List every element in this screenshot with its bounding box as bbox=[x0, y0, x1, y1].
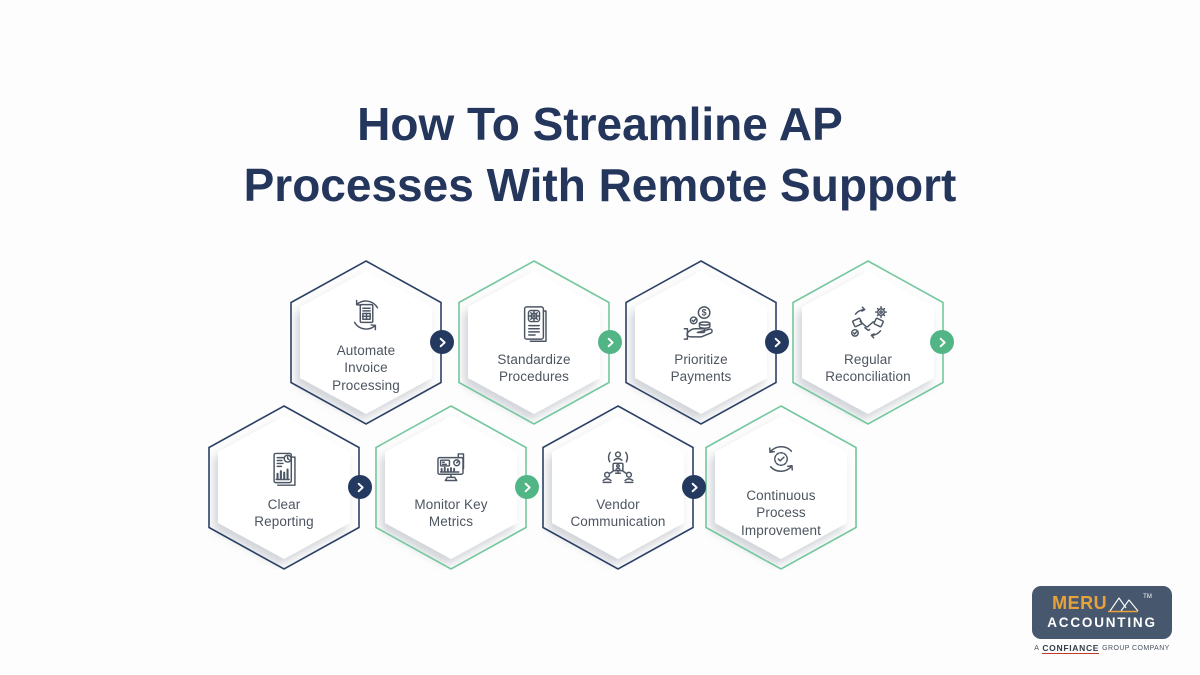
step-hex-automate-invoice-processing: Automate Invoice Processing bbox=[290, 260, 442, 425]
tagline-prefix: A bbox=[1034, 645, 1040, 652]
cycle-check-icon bbox=[756, 436, 806, 482]
monitor-dashboard-icon bbox=[426, 445, 476, 491]
step-hex-prioritize-payments: $ Prioritize Payments bbox=[625, 260, 777, 425]
step-label: Prioritize Payments bbox=[670, 351, 732, 384]
people-network-icon bbox=[593, 445, 643, 491]
next-step-arrow bbox=[515, 475, 539, 499]
trademark-symbol: TM bbox=[1143, 594, 1152, 600]
logo-brand-name: MERU bbox=[1052, 593, 1108, 613]
step-label: Automate Invoice Processing bbox=[332, 343, 400, 393]
title-line-2: Processes With Remote Support bbox=[243, 159, 957, 211]
hand-coins-icon: $ bbox=[676, 300, 726, 346]
meru-accounting-logo: MERU TM ACCOUNTING A CONFIANCE GROUP COM… bbox=[1032, 586, 1172, 654]
step-label: Clear Reporting bbox=[254, 496, 314, 529]
next-step-arrow bbox=[682, 475, 706, 499]
logo-card: MERU TM ACCOUNTING bbox=[1032, 586, 1172, 639]
step-hex-standardize-procedures: Standardize Procedures bbox=[458, 260, 610, 425]
page-title: How To Streamline AP Processes With Remo… bbox=[0, 94, 1200, 216]
clipboard-gear-icon bbox=[509, 300, 559, 346]
logo-tagline: A CONFIANCE GROUP COMPANY bbox=[1032, 643, 1172, 654]
title-line-1: How To Streamline AP bbox=[357, 98, 843, 150]
handshake-gear-icon bbox=[843, 300, 893, 346]
mountains-icon bbox=[1108, 597, 1139, 613]
report-chart-icon bbox=[259, 445, 309, 491]
step-hex-continuous-process-improvement: Continuous Process Improvement bbox=[705, 405, 857, 570]
step-label: Regular Reconciliation bbox=[825, 351, 911, 384]
next-step-arrow bbox=[765, 330, 789, 354]
svg-text:$: $ bbox=[702, 307, 707, 317]
step-label: Vendor Communication bbox=[570, 496, 666, 529]
next-step-arrow bbox=[930, 330, 954, 354]
next-step-arrow bbox=[430, 330, 454, 354]
step-hex-regular-reconciliation: Regular Reconciliation bbox=[792, 260, 944, 425]
tagline-suffix: GROUP COMPANY bbox=[1102, 645, 1170, 652]
step-label: Standardize Procedures bbox=[497, 351, 571, 384]
invoice-automation-icon bbox=[341, 291, 391, 337]
tagline-brand: CONFIANCE bbox=[1042, 643, 1100, 654]
next-step-arrow bbox=[598, 330, 622, 354]
step-label: Continuous Process Improvement bbox=[741, 488, 821, 538]
step-hex-vendor-communication: Vendor Communication bbox=[542, 405, 694, 570]
step-hex-monitor-key-metrics: Monitor Key Metrics bbox=[375, 405, 527, 570]
step-hex-clear-reporting: Clear Reporting bbox=[208, 405, 360, 570]
next-step-arrow bbox=[348, 475, 372, 499]
logo-brand-word2: ACCOUNTING bbox=[1047, 615, 1157, 630]
step-label: Monitor Key Metrics bbox=[414, 496, 488, 529]
